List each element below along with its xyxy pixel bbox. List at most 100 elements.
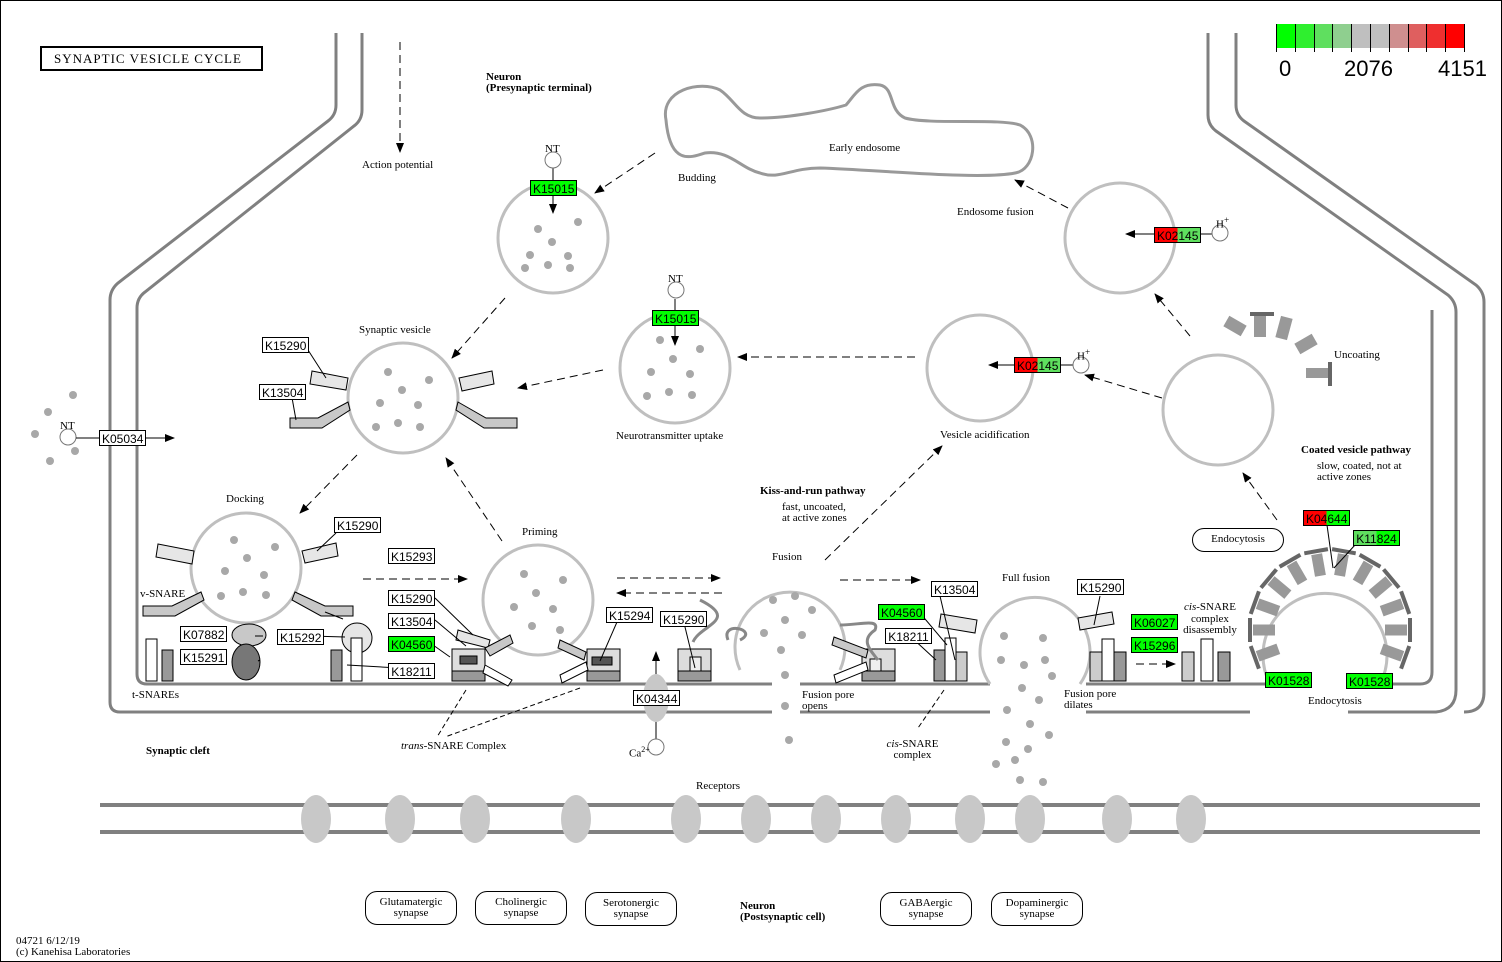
legend-tick: [1445, 24, 1447, 52]
gene-box[interactable]: K18211: [885, 628, 932, 644]
clathrin-cap: [1303, 547, 1329, 556]
synaptic-vesicle-label: Synaptic vesicle: [359, 324, 431, 336]
gene-box[interactable]: K07882: [180, 626, 227, 642]
legend-tick: [1351, 24, 1353, 52]
neuron-postsynaptic-label: Neuron: [740, 900, 776, 912]
gene-box[interactable]: K01528: [1346, 673, 1393, 689]
legend-tick: [1294, 24, 1296, 52]
legend-color-cell: [1388, 24, 1408, 48]
fusion-pore-dilates-2: dilates: [1064, 699, 1093, 711]
gene-box[interactable]: K04344: [633, 690, 680, 706]
gene-box[interactable]: K15292: [277, 629, 324, 645]
postsynaptic-cell-label: (Postsynaptic cell): [740, 911, 826, 923]
clathrin-spoke: [1352, 560, 1374, 586]
clathrin-spoke: [1379, 643, 1405, 662]
gene-box[interactable]: K11824: [1353, 530, 1400, 546]
coated-pit: [1248, 547, 1412, 670]
legend-max: 4151: [1438, 56, 1487, 81]
legend-tick: [1276, 24, 1277, 52]
legend-color-cell: [1276, 24, 1295, 48]
gene-box[interactable]: K01528: [1265, 672, 1312, 688]
gene-box[interactable]: K15290: [388, 590, 435, 606]
fusion-pore-tethers: [691, 598, 880, 661]
kiss-and-run-label: Kiss-and-run pathway: [760, 485, 866, 497]
receptors: [301, 795, 1206, 843]
gene-box[interactable]: K15296: [1131, 637, 1178, 653]
fusion-pore-opens-1: Fusion pore: [802, 689, 855, 701]
clathrin-cap: [1399, 590, 1412, 615]
link-endocytosis[interactable]: Endocytosis: [1192, 528, 1284, 552]
cis-disassembly-complex: complex: [1191, 613, 1229, 625]
clathrin-spoke: [1255, 643, 1281, 662]
clathrin-spoke: [1379, 598, 1405, 617]
legend-color-cell: [1313, 24, 1333, 48]
footer-copyright: (c) Kanehisa Laboratories: [16, 946, 131, 958]
gene-box[interactable]: K15290: [660, 611, 707, 627]
legend-tick: [1313, 24, 1315, 52]
nt-label-1: NT: [545, 143, 560, 155]
coated-pathway-desc-2: active zones: [1317, 471, 1372, 483]
gene-box[interactable]: K04644: [1303, 510, 1350, 526]
trans-snare-label: trans-SNARE Complex: [401, 740, 507, 752]
snare-proteins: [142, 370, 1231, 687]
vesicle-acidification-label: Vesicle acidification: [940, 429, 1030, 441]
clathrin-cap: [1382, 568, 1401, 590]
legend-color-cell: [1332, 24, 1352, 48]
vesicles: [189, 181, 1389, 685]
gene-box[interactable]: K04560: [388, 636, 435, 652]
neurotransmitter-dots: [31, 218, 1056, 786]
fusion-pore-dilates-1: Fusion pore: [1064, 688, 1117, 700]
gene-box[interactable]: K02145: [1014, 357, 1061, 373]
gene-box[interactable]: K13504: [259, 384, 306, 400]
clathrin-spoke: [1255, 598, 1281, 617]
gene-box[interactable]: K06027: [1131, 614, 1178, 630]
legend-color-cell: [1294, 24, 1314, 48]
gene-box[interactable]: K15015: [530, 180, 577, 196]
nt-label-3: NT: [60, 420, 75, 432]
gene-box[interactable]: K13504: [388, 613, 435, 629]
clathrin-cap: [1278, 552, 1302, 569]
gene-box[interactable]: K18211: [388, 663, 435, 679]
v-snare-label: v-SNARE: [140, 588, 186, 600]
footer-pathway-id: 04721 6/12/19: [16, 935, 80, 947]
gene-box[interactable]: K15290: [334, 517, 381, 533]
neurotransmitter-uptake-label: Neurotransmitter uptake: [616, 430, 724, 442]
gene-box[interactable]: K02145: [1154, 227, 1201, 243]
gene-box[interactable]: K05034: [99, 430, 146, 446]
legend-tick: [1370, 24, 1371, 52]
gene-box[interactable]: K15294: [606, 607, 653, 623]
priming-label: Priming: [522, 526, 558, 538]
neuron-presynaptic-label: Neuron: [486, 71, 522, 83]
cis-snare-complex-label: complex: [893, 749, 932, 761]
legend-color-cell: [1351, 24, 1370, 48]
gene-box[interactable]: K13504: [931, 581, 978, 597]
gene-box[interactable]: K15291: [180, 649, 227, 665]
early-endosome: [664, 83, 1035, 177]
legend-color-cell: [1370, 24, 1389, 48]
clathrin-spoke: [1286, 560, 1308, 586]
clathrin-cap: [1399, 645, 1412, 670]
legend-tick: [1388, 24, 1390, 52]
gene-box[interactable]: K15290: [1077, 579, 1124, 595]
clathrin-spoke: [1267, 576, 1292, 599]
gene-box[interactable]: K04560: [878, 604, 925, 620]
gene-box[interactable]: K15290: [262, 337, 309, 353]
gene-box[interactable]: K15293: [388, 548, 435, 564]
t-snares-label: t-SNAREs: [132, 689, 180, 701]
endosome-fusion-label: Endosome fusion: [957, 206, 1034, 218]
clathrin-spoke: [1368, 576, 1393, 599]
gene-box[interactable]: K15015: [652, 310, 699, 326]
legend-color-cell: [1407, 24, 1427, 48]
cis-disassembly-word: disassembly: [1183, 624, 1237, 636]
clathrin-cap: [1331, 547, 1357, 556]
clathrin-cap: [1259, 568, 1278, 590]
clathrin-cap: [1248, 590, 1261, 615]
legend-color-cell: [1426, 24, 1446, 48]
calcium-label: Ca2+: [629, 745, 650, 760]
